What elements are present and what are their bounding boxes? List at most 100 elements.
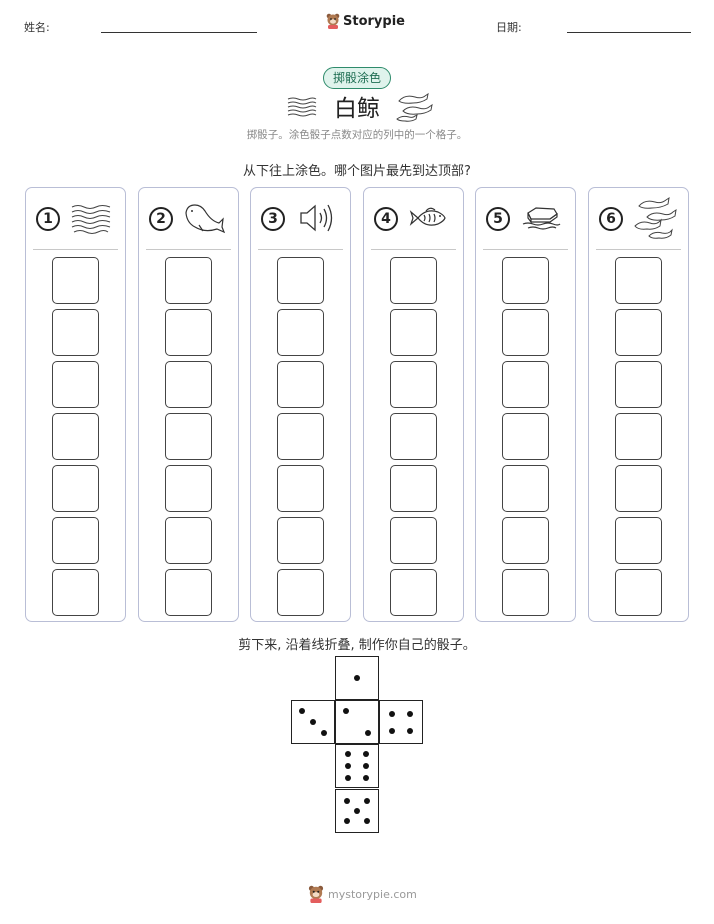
bear-mascot-icon: [326, 13, 340, 29]
color-box[interactable]: [52, 309, 99, 356]
color-box[interactable]: [390, 413, 437, 460]
coloring-instruction: 从下往上涂色。哪个图片最先到达顶部?: [243, 164, 471, 179]
color-box[interactable]: [502, 569, 549, 616]
color-box[interactable]: [502, 309, 549, 356]
pip: [310, 719, 316, 725]
footer: mystorypie.com: [308, 885, 417, 903]
fish-icon: [409, 207, 446, 226]
column-number: 1: [36, 207, 60, 231]
color-box[interactable]: [502, 517, 549, 564]
page-subtitle: 掷骰子。涂色骰子点数对应的列中的一个格子。: [246, 129, 468, 141]
date-line: [567, 32, 691, 33]
pip: [345, 775, 351, 781]
pip: [321, 730, 327, 736]
footer-url[interactable]: mystorypie.com: [328, 887, 417, 901]
pip: [389, 728, 395, 734]
color-box[interactable]: [502, 361, 549, 408]
column-divider: [33, 249, 118, 250]
die-face-1: [335, 700, 379, 744]
color-box[interactable]: [52, 569, 99, 616]
color-box[interactable]: [615, 361, 662, 408]
color-box[interactable]: [277, 517, 324, 564]
color-box[interactable]: [165, 517, 212, 564]
pip: [343, 708, 349, 714]
pip: [364, 818, 370, 824]
color-box[interactable]: [165, 413, 212, 460]
color-box[interactable]: [277, 257, 324, 304]
color-box[interactable]: [165, 465, 212, 512]
column-divider: [371, 249, 456, 250]
beluga-pod-icon: [634, 196, 677, 239]
dice-column-5: 5: [475, 187, 576, 622]
column-divider: [483, 249, 568, 250]
storypie-logo: Storypie: [326, 13, 405, 29]
color-box[interactable]: [165, 569, 212, 616]
color-box[interactable]: [165, 309, 212, 356]
date-label: 日期:: [496, 21, 522, 34]
color-box[interactable]: [390, 465, 437, 512]
color-box[interactable]: [502, 465, 549, 512]
beluga-pod-icon: [396, 92, 433, 122]
column-number: 6: [599, 207, 623, 231]
pip: [299, 708, 305, 714]
column-number: 5: [486, 207, 510, 231]
color-box[interactable]: [615, 413, 662, 460]
speaker-icon: [300, 204, 333, 232]
pip: [354, 808, 360, 814]
die-face-5: [335, 789, 379, 833]
color-box[interactable]: [615, 257, 662, 304]
dice-column-1: 1: [25, 187, 126, 622]
pip: [364, 798, 370, 804]
pip: [344, 798, 350, 804]
column-number: 3: [261, 207, 285, 231]
die-face-4: [379, 700, 423, 744]
die-face-6: [335, 744, 379, 788]
color-box[interactable]: [277, 465, 324, 512]
pip: [354, 675, 360, 681]
pip: [363, 763, 369, 769]
pip: [345, 763, 351, 769]
pip: [365, 730, 371, 736]
color-box[interactable]: [52, 413, 99, 460]
beluga-icon: [185, 204, 225, 234]
color-box[interactable]: [52, 517, 99, 564]
color-box[interactable]: [165, 361, 212, 408]
pip: [345, 751, 351, 757]
column-number: 2: [149, 207, 173, 231]
name-label: 姓名:: [24, 21, 50, 34]
color-box[interactable]: [615, 309, 662, 356]
color-box[interactable]: [615, 569, 662, 616]
color-box[interactable]: [502, 413, 549, 460]
color-box[interactable]: [277, 413, 324, 460]
activity-badge: 掷骰涂色: [323, 67, 391, 89]
color-box[interactable]: [615, 465, 662, 512]
color-box[interactable]: [277, 569, 324, 616]
iceberg-icon: [522, 207, 561, 230]
pip: [407, 711, 413, 717]
pip: [389, 711, 395, 717]
color-box[interactable]: [390, 517, 437, 564]
color-box[interactable]: [390, 257, 437, 304]
dice-column-4: 4: [363, 187, 464, 622]
die-face-3: [291, 700, 335, 744]
dice-column-2: 2: [138, 187, 239, 622]
color-box[interactable]: [390, 361, 437, 408]
name-line: [101, 32, 257, 33]
color-box[interactable]: [277, 361, 324, 408]
color-box[interactable]: [390, 569, 437, 616]
pip: [407, 728, 413, 734]
color-box[interactable]: [165, 257, 212, 304]
color-box[interactable]: [390, 309, 437, 356]
color-box[interactable]: [52, 465, 99, 512]
dice-instruction: 剪下来, 沿着线折叠, 制作你自己的骰子。: [238, 638, 476, 653]
pip: [363, 775, 369, 781]
column-divider: [596, 249, 681, 250]
color-box[interactable]: [277, 309, 324, 356]
color-box[interactable]: [615, 517, 662, 564]
bear-mascot-icon: [308, 885, 324, 903]
ice-pattern-icon: [287, 97, 317, 117]
color-box[interactable]: [52, 257, 99, 304]
color-box[interactable]: [52, 361, 99, 408]
column-divider: [258, 249, 343, 250]
color-box[interactable]: [502, 257, 549, 304]
